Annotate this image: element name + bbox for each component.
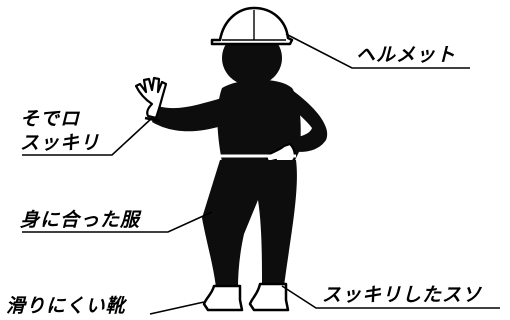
sleeve-label-line2: スッキリ [20, 132, 100, 154]
shoes-leader [150, 302, 204, 314]
trousers [202, 160, 297, 288]
left-shoe-icon [204, 286, 242, 310]
hem-label: スッキリしたスソ [322, 284, 482, 306]
raised-arm [152, 98, 228, 131]
helmet-label: ヘルメット [356, 44, 456, 66]
shoes-label: 滑りにくい靴 [6, 295, 126, 317]
worker-figure [136, 8, 327, 310]
clothes-label: 身に合った服 [20, 209, 140, 231]
right-shoe-icon [250, 284, 288, 310]
helmet-icon [212, 8, 292, 44]
sleeve-label-line1: そでロ [20, 108, 80, 130]
